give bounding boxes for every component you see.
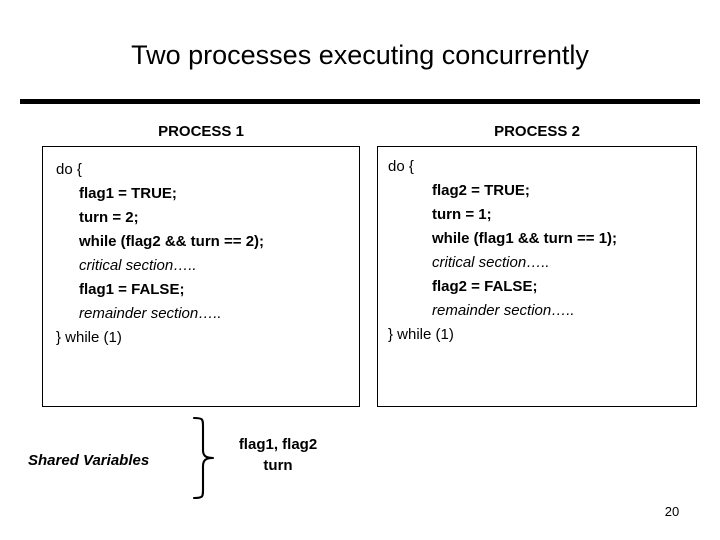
right-curly-brace-icon [190,416,218,500]
process-1-code-box: do { flag1 = TRUE; turn = 2; while (flag2 &… [42,146,360,407]
page-title: Two processes executing concurrently [131,40,589,70]
code-line: } while (1) [388,326,454,343]
code-line: flag2 = TRUE; [432,182,530,199]
code-line: turn = 1; [432,206,492,223]
code-line: flag1 = FALSE; [79,281,185,298]
shared-variables-list: flag1, flag2 turn [222,434,334,476]
code-line: flag2 = FALSE; [432,278,538,295]
code-line: while (flag1 && turn == 1); [432,230,618,247]
code-line: flag1 = TRUE; [79,185,177,202]
shared-variables-label: Shared Variables [28,452,150,469]
code-line: } while (1) [56,329,122,346]
code-line: turn = 2; [79,209,139,226]
shared-variables-line-1: flag1, flag2 [238,436,318,453]
code-line: while (flag2 && turn == 2); [79,233,265,250]
code-line: do { [388,158,414,175]
code-line: do { [56,161,82,178]
shared-variables-line-2: turn [263,457,293,474]
code-line: remainder section….. [79,305,222,322]
process-2-heading: PROCESS 2 [494,123,580,140]
brace-svg [192,416,215,500]
page-number: 20 [664,504,680,519]
title-divider-rule [20,99,700,104]
code-line: remainder section….. [432,302,575,319]
process-1-heading: PROCESS 1 [158,123,244,140]
code-line: critical section….. [79,257,197,274]
process-2-code-box: do { flag2 = TRUE; turn = 1; while (flag1 &… [377,146,697,407]
code-line: critical section….. [432,254,550,271]
